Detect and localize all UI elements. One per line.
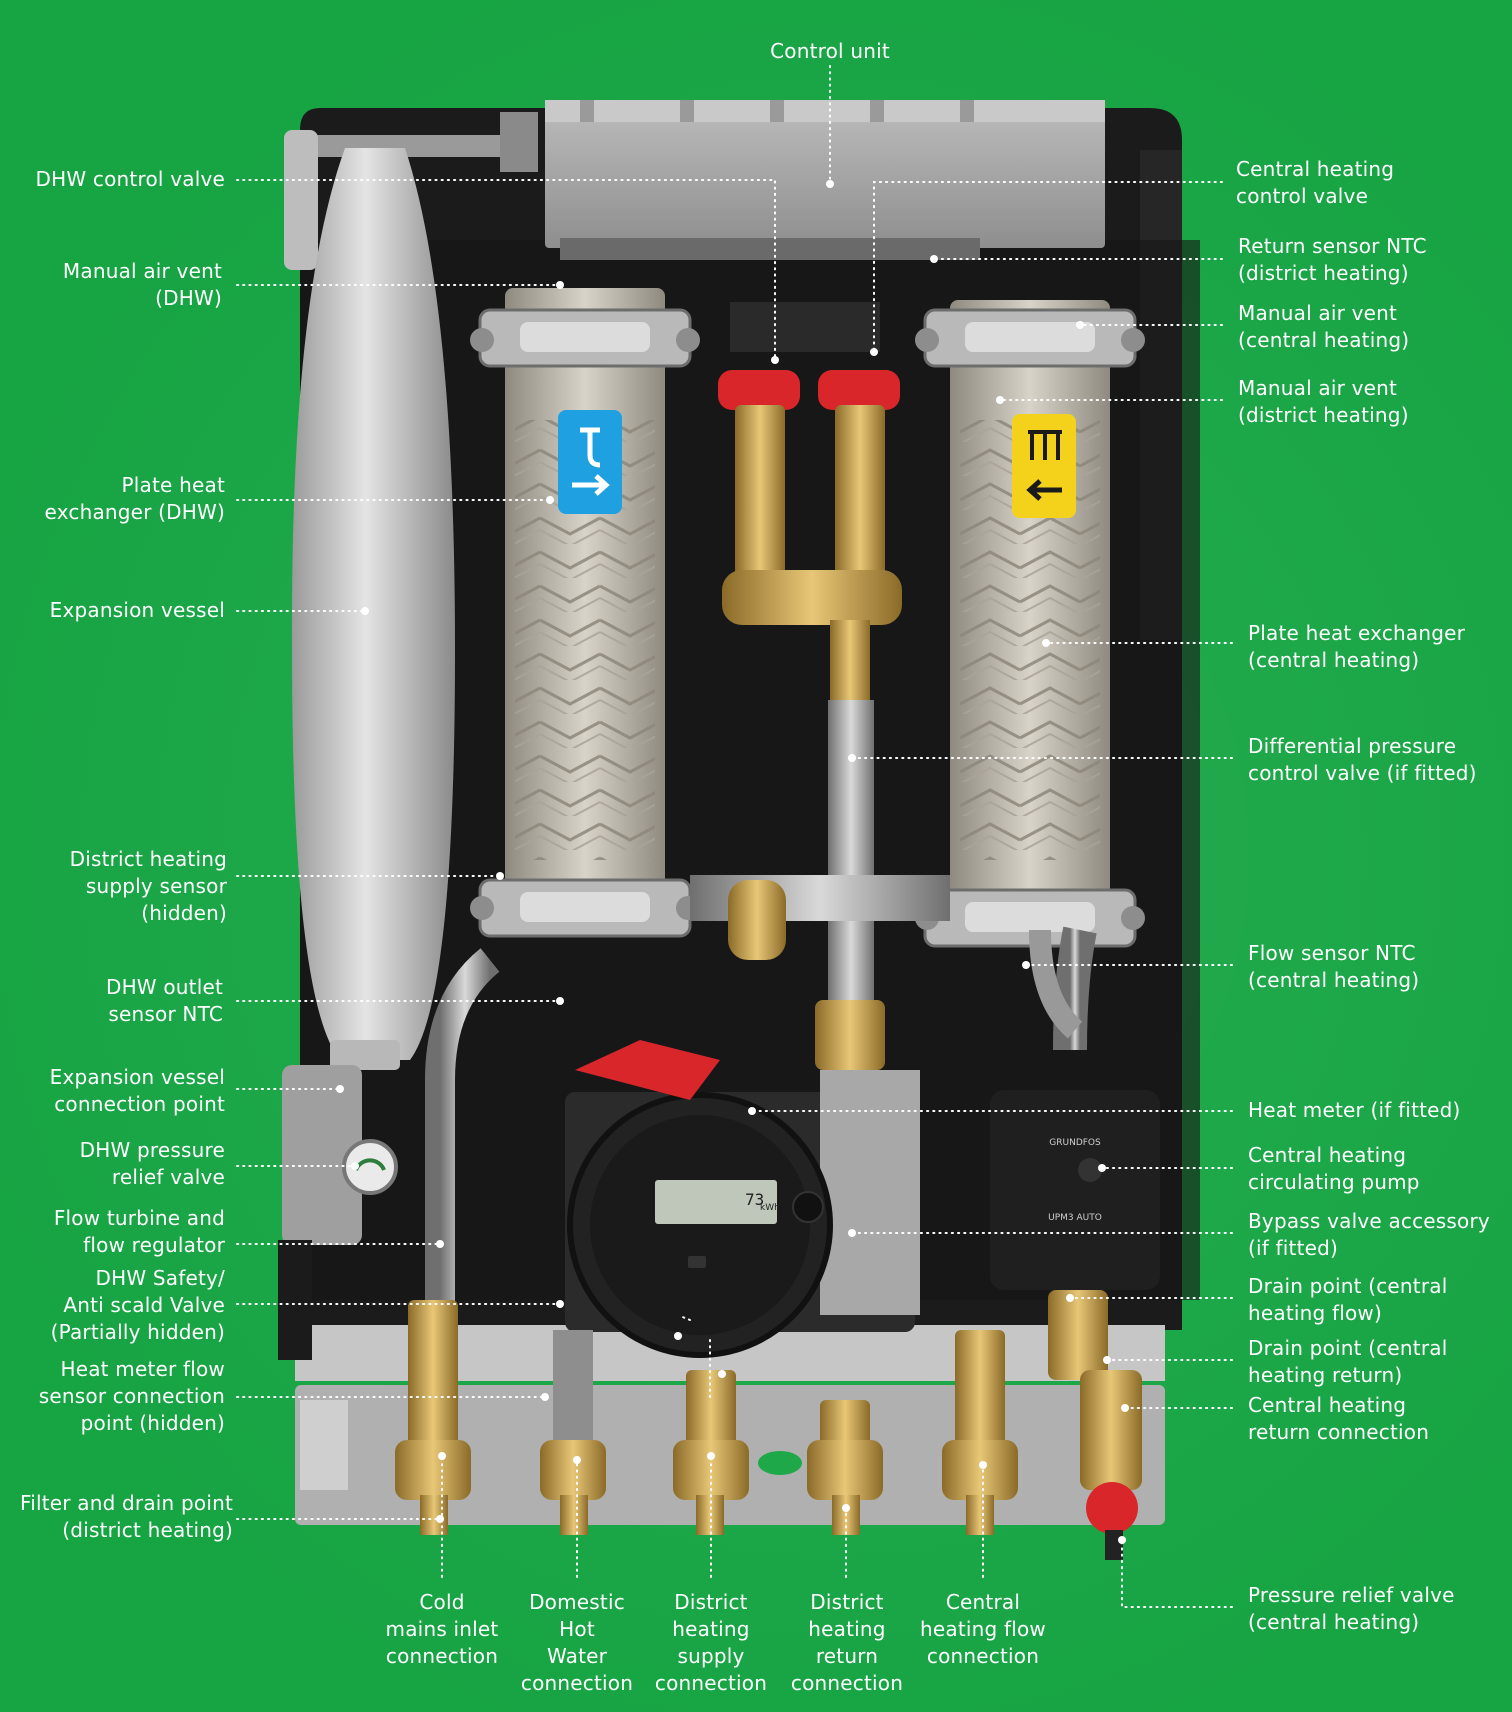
pump-brand: GRUNDFOS bbox=[1049, 1138, 1101, 1148]
label-cold-mains: Cold mains inlet connection bbox=[385, 1590, 499, 1668]
label-drain-ch-return: Drain point (central heating return) bbox=[1248, 1336, 1448, 1387]
ch-pump bbox=[990, 1090, 1160, 1290]
label-dhw-safety-valve: DHW Safety/ Anti scald Valve (Partially … bbox=[50, 1266, 225, 1344]
label-control-unit: Control unit bbox=[770, 39, 890, 63]
label-dh-supply-sensor: District heating supply sensor (hidden) bbox=[69, 847, 227, 925]
label-ch-control-valve: Central heating control valve bbox=[1236, 157, 1395, 208]
heat-meter-reading: 73 bbox=[745, 1190, 764, 1209]
label-plate-hx-dhw: Plate heat exchanger (DHW) bbox=[44, 473, 225, 524]
label-return-sensor-dh: Return sensor NTC (district heating) bbox=[1238, 234, 1427, 285]
label-plate-hx-ch: Plate heat exchanger (central heating) bbox=[1248, 621, 1466, 672]
label-manual-air-vent-dhw: Manual air vent (DHW) bbox=[62, 259, 222, 310]
label-manual-air-vent-ch: Manual air vent (central heating) bbox=[1238, 301, 1410, 352]
label-dhw-conn: Domestic Hot Water connection bbox=[520, 1590, 634, 1695]
label-ch-return-conn: Central heating return connection bbox=[1248, 1393, 1430, 1444]
label-diff-pressure-valve: Differential pressure control valve (if … bbox=[1248, 734, 1477, 785]
control-unit-box bbox=[545, 100, 1105, 248]
label-drain-ch-flow: Drain point (central heating flow) bbox=[1248, 1274, 1448, 1325]
prv-ch-cap bbox=[1086, 1482, 1138, 1534]
label-dh-supply-conn: District heating supply connection bbox=[654, 1590, 768, 1695]
label-dhw-prv: DHW pressure relief valve bbox=[79, 1138, 225, 1189]
label-heat-meter-flow-sensor: Heat meter flow sensor connection point … bbox=[38, 1357, 225, 1435]
label-heat-meter: Heat meter (if fitted) bbox=[1248, 1098, 1461, 1122]
label-manual-air-vent-dh: Manual air vent (district heating) bbox=[1238, 376, 1409, 427]
label-bypass-valve: Bypass valve accessory (if fitted) bbox=[1248, 1209, 1490, 1260]
label-prv-ch: Pressure relief valve (central heating) bbox=[1248, 1583, 1455, 1634]
heat-meter-display bbox=[655, 1180, 777, 1224]
label-expansion-vessel-conn: Expansion vessel connection point bbox=[49, 1065, 225, 1116]
red-tag bbox=[575, 1040, 720, 1100]
label-filter-drain-dh: Filter and drain point (district heating… bbox=[19, 1491, 233, 1542]
bottom-fittings bbox=[395, 1300, 1142, 1560]
label-ch-flow-conn: Central heating flow connection bbox=[920, 1590, 1046, 1668]
label-ch-pump: Central heating circulating pump bbox=[1248, 1143, 1420, 1194]
label-expansion-vessel: Expansion vessel bbox=[49, 598, 225, 622]
label-dhw-outlet-sensor: DHW outlet sensor NTC bbox=[105, 975, 223, 1026]
label-flow-sensor-ch: Flow sensor NTC (central heating) bbox=[1248, 941, 1420, 992]
valve-cap-dhw bbox=[718, 370, 800, 410]
label-dh-return-conn: District heating return connection bbox=[790, 1590, 904, 1695]
pump-model: UPM3 AUTO bbox=[1048, 1213, 1102, 1223]
heat-meter-unit: kWh bbox=[760, 1203, 780, 1213]
valve-cap-ch bbox=[818, 370, 900, 410]
expansion-vessel-body bbox=[291, 148, 455, 1060]
label-flow-turbine: Flow turbine and flow regulator bbox=[53, 1206, 225, 1257]
label-dhw-control-valve: DHW control valve bbox=[35, 167, 225, 191]
